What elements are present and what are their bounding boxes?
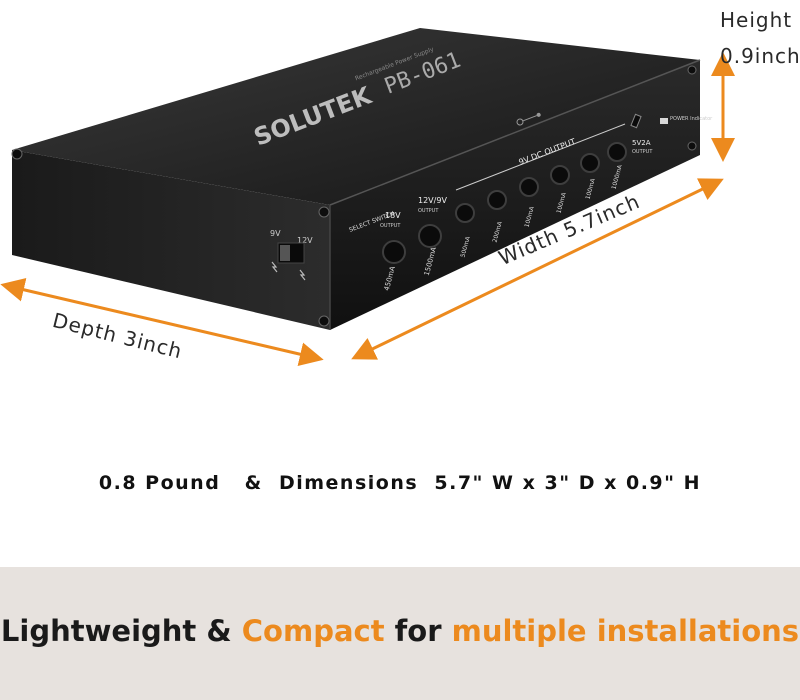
- power-indicator-label: POWER Indicator: [670, 116, 713, 122]
- width-arrow: [351, 178, 724, 360]
- tagline-text: Lightweight & Compact for multiple insta…: [0, 614, 800, 648]
- usb-symbol-icon: [516, 112, 541, 126]
- product-photo-area: SOLUTEK PB-061 Rechargeable Power Supply…: [0, 2, 800, 494]
- screw-icon: [687, 65, 697, 75]
- height-title: Height: [720, 8, 793, 32]
- tagline-part-lightweight: Lightweight &: [0, 614, 242, 648]
- output-12v-sub: OUTPUT: [418, 208, 439, 214]
- voltage-switch: 9V 12V: [270, 229, 313, 281]
- power-supply-illustration: SOLUTEK PB-061 Rechargeable Power Supply…: [0, 28, 735, 366]
- output-18v-title: 18V: [385, 211, 401, 220]
- tagline-part-compact: Compact: [241, 614, 385, 648]
- dc-jack-icon: [382, 240, 406, 264]
- switch-9v-label: 9V: [270, 229, 281, 238]
- screw-icon: [318, 315, 330, 327]
- switch-knob: [280, 245, 290, 261]
- lightning-icon: [299, 269, 306, 281]
- switch-12v-label: 12V: [297, 236, 313, 245]
- output-12v-title: 12V/9V: [418, 196, 447, 205]
- usb-output: 5V2A OUTPUT: [630, 113, 653, 155]
- dc-jack-icon: [455, 203, 475, 223]
- output-18v-sub: OUTPUT: [380, 223, 401, 229]
- dc-jack-icon: [519, 177, 539, 197]
- screw-icon: [318, 206, 330, 218]
- tagline-part-for: for: [384, 614, 452, 648]
- usb-port-icon: [630, 113, 642, 129]
- usb-label: 5V2A: [632, 139, 651, 147]
- screw-icon: [687, 141, 697, 151]
- power-led-icon: [660, 118, 668, 124]
- screw-icon: [11, 148, 23, 160]
- dc-jack-icon: [418, 224, 442, 248]
- dc-jack-icon: [607, 142, 627, 162]
- height-value: 0.9inch: [720, 44, 800, 68]
- tagline-part-installations: multiple installations: [451, 614, 800, 648]
- usb-sub: OUTPUT: [632, 149, 653, 155]
- height-label: Height 0.9inch: [720, 2, 800, 74]
- power-indicator: POWER Indicator: [660, 116, 713, 124]
- dc-jack-icon: [580, 153, 600, 173]
- device-top-face: [12, 28, 700, 205]
- tagline-banner: Lightweight & Compact for multiple insta…: [0, 567, 800, 700]
- depth-arrow: [0, 278, 324, 366]
- device-body: SOLUTEK PB-061 Rechargeable Power Supply…: [11, 28, 713, 330]
- dc-jack-icon: [487, 190, 507, 210]
- lightning-icon: [271, 261, 278, 273]
- dc-jack-icon: [550, 165, 570, 185]
- spec-line: 0.8 Pound & Dimensions 5.7" W x 3" D x 0…: [98, 472, 702, 494]
